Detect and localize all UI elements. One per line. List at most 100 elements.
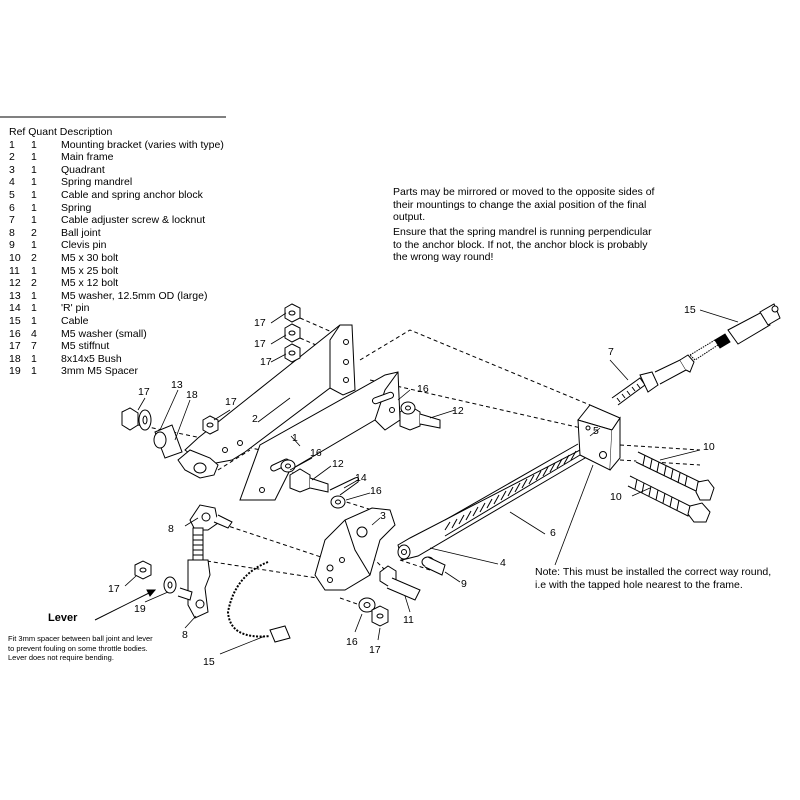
callout-2: 2 <box>252 413 258 425</box>
desc-cell: Cable adjuster screw & locknut <box>61 214 206 227</box>
qty-cell: 1 <box>31 201 37 214</box>
desc-cell: M5 stiffnut <box>61 340 110 353</box>
callout-17-left: 17 <box>138 386 150 398</box>
callout-16-quadrant: 16 <box>370 485 382 497</box>
ref-cell: 3 <box>9 163 15 176</box>
leader-lines <box>124 309 739 655</box>
desc-cell: Clevis pin <box>61 239 107 252</box>
qty-cell: 1 <box>31 365 37 378</box>
qty-cell: 1 <box>31 352 37 365</box>
cable-lower <box>226 561 291 643</box>
ref-cell: 17 <box>9 340 21 353</box>
desc-cell: Spring <box>61 201 92 214</box>
clevis-pin <box>421 556 446 576</box>
qty-cell: 1 <box>31 264 37 277</box>
qty-cell: 1 <box>31 302 37 315</box>
callout-12-lower: 12 <box>332 458 344 470</box>
quadrant <box>314 507 396 591</box>
ref-cell: 9 <box>9 239 15 252</box>
desc-cell: M5 washer (small) <box>61 327 147 340</box>
qty-cell: 2 <box>31 251 37 264</box>
parts-table-row: 9 1 Clevis pin <box>9 239 224 252</box>
parts-table-row: 18 1 8x14x5 Bush <box>9 353 224 366</box>
desc-cell: M5 x 25 bolt <box>61 264 119 277</box>
callout-14: 14 <box>355 472 367 484</box>
callout-5: 5 <box>593 425 599 437</box>
desc-cell: Main frame <box>61 151 114 164</box>
ref-cell: 11 <box>9 264 20 277</box>
main-frame <box>184 324 356 466</box>
callout-17-frame: 17 <box>225 396 237 408</box>
callout-17-lever: 17 <box>108 583 120 595</box>
qty-cell: 1 <box>31 176 37 189</box>
callout-3: 3 <box>380 510 386 522</box>
mounting-bracket <box>239 371 401 501</box>
ref-cell: 8 <box>9 226 15 239</box>
qty-cell: 7 <box>31 340 37 353</box>
stiffnuts-top <box>284 303 301 363</box>
install-note: Note: This must be installed the correct… <box>535 566 772 591</box>
callout-17-top1: 17 <box>254 317 266 329</box>
callout-11: 11 <box>403 614 414 626</box>
lever-nut-spacer <box>134 560 177 594</box>
ref-cell: 18 <box>9 352 21 365</box>
r-pin <box>329 477 360 496</box>
callout-4: 4 <box>500 557 506 569</box>
bush-washer-stack <box>121 407 219 479</box>
stiffnut-frame <box>202 415 219 435</box>
callout-18: 18 <box>186 389 198 401</box>
anchor-note: Ensure that the spring mandrel is runnin… <box>393 226 652 264</box>
ref-cell: 19 <box>9 365 21 378</box>
callout-15-lower: 15 <box>203 656 215 668</box>
qty-cell: 1 <box>31 151 37 164</box>
ref-cell: 13 <box>9 289 21 302</box>
callout-8-upper: 8 <box>168 523 174 535</box>
desc-cell: M5 x 30 bolt <box>61 251 119 264</box>
callout-15-upper: 15 <box>684 304 696 316</box>
ref-cell: 4 <box>9 176 15 189</box>
qty-cell: 1 <box>31 314 37 327</box>
qty-cell: 4 <box>31 327 37 340</box>
callout-13: 13 <box>171 379 183 391</box>
parts-table-row: 19 1 3mm M5 Spacer <box>9 365 224 378</box>
ref-cell: 5 <box>9 188 15 201</box>
ref-cell: 16 <box>9 327 21 340</box>
m5x30-bolts <box>627 451 715 523</box>
callout-9: 9 <box>461 578 467 590</box>
callout-10-lower: 10 <box>610 491 622 503</box>
lever-label: Lever <box>48 612 78 624</box>
desc-cell: 3mm M5 Spacer <box>61 365 139 378</box>
callout-16-upper: 16 <box>417 383 429 395</box>
callout-8-lower: 8 <box>182 629 188 641</box>
qty-cell: 1 <box>31 289 37 302</box>
callout-16-middle: 16 <box>310 447 322 459</box>
qty-cell: 1 <box>31 214 37 227</box>
parts-table-row: 10 2 M5 x 30 bolt <box>9 252 224 265</box>
m5x12-bolts <box>289 405 441 493</box>
spring <box>444 443 581 537</box>
callout-6: 6 <box>550 527 556 539</box>
desc-cell: 8x14x5 Bush <box>61 352 122 365</box>
callout-1: 1 <box>292 432 298 444</box>
stiffnut-bottom <box>371 605 389 627</box>
callout-16-lower: 16 <box>346 636 358 648</box>
m5x25-bolt <box>379 565 421 601</box>
parts-table-row: 16 4 M5 washer (small) <box>9 328 224 341</box>
ref-cell: 10 <box>9 251 21 264</box>
cable-adjuster <box>611 354 695 406</box>
callout-10-upper: 10 <box>703 441 715 453</box>
desc-cell: 'R' pin <box>61 302 90 315</box>
ref-cell: 1 <box>9 138 15 151</box>
qty-cell: 1 <box>31 239 37 252</box>
